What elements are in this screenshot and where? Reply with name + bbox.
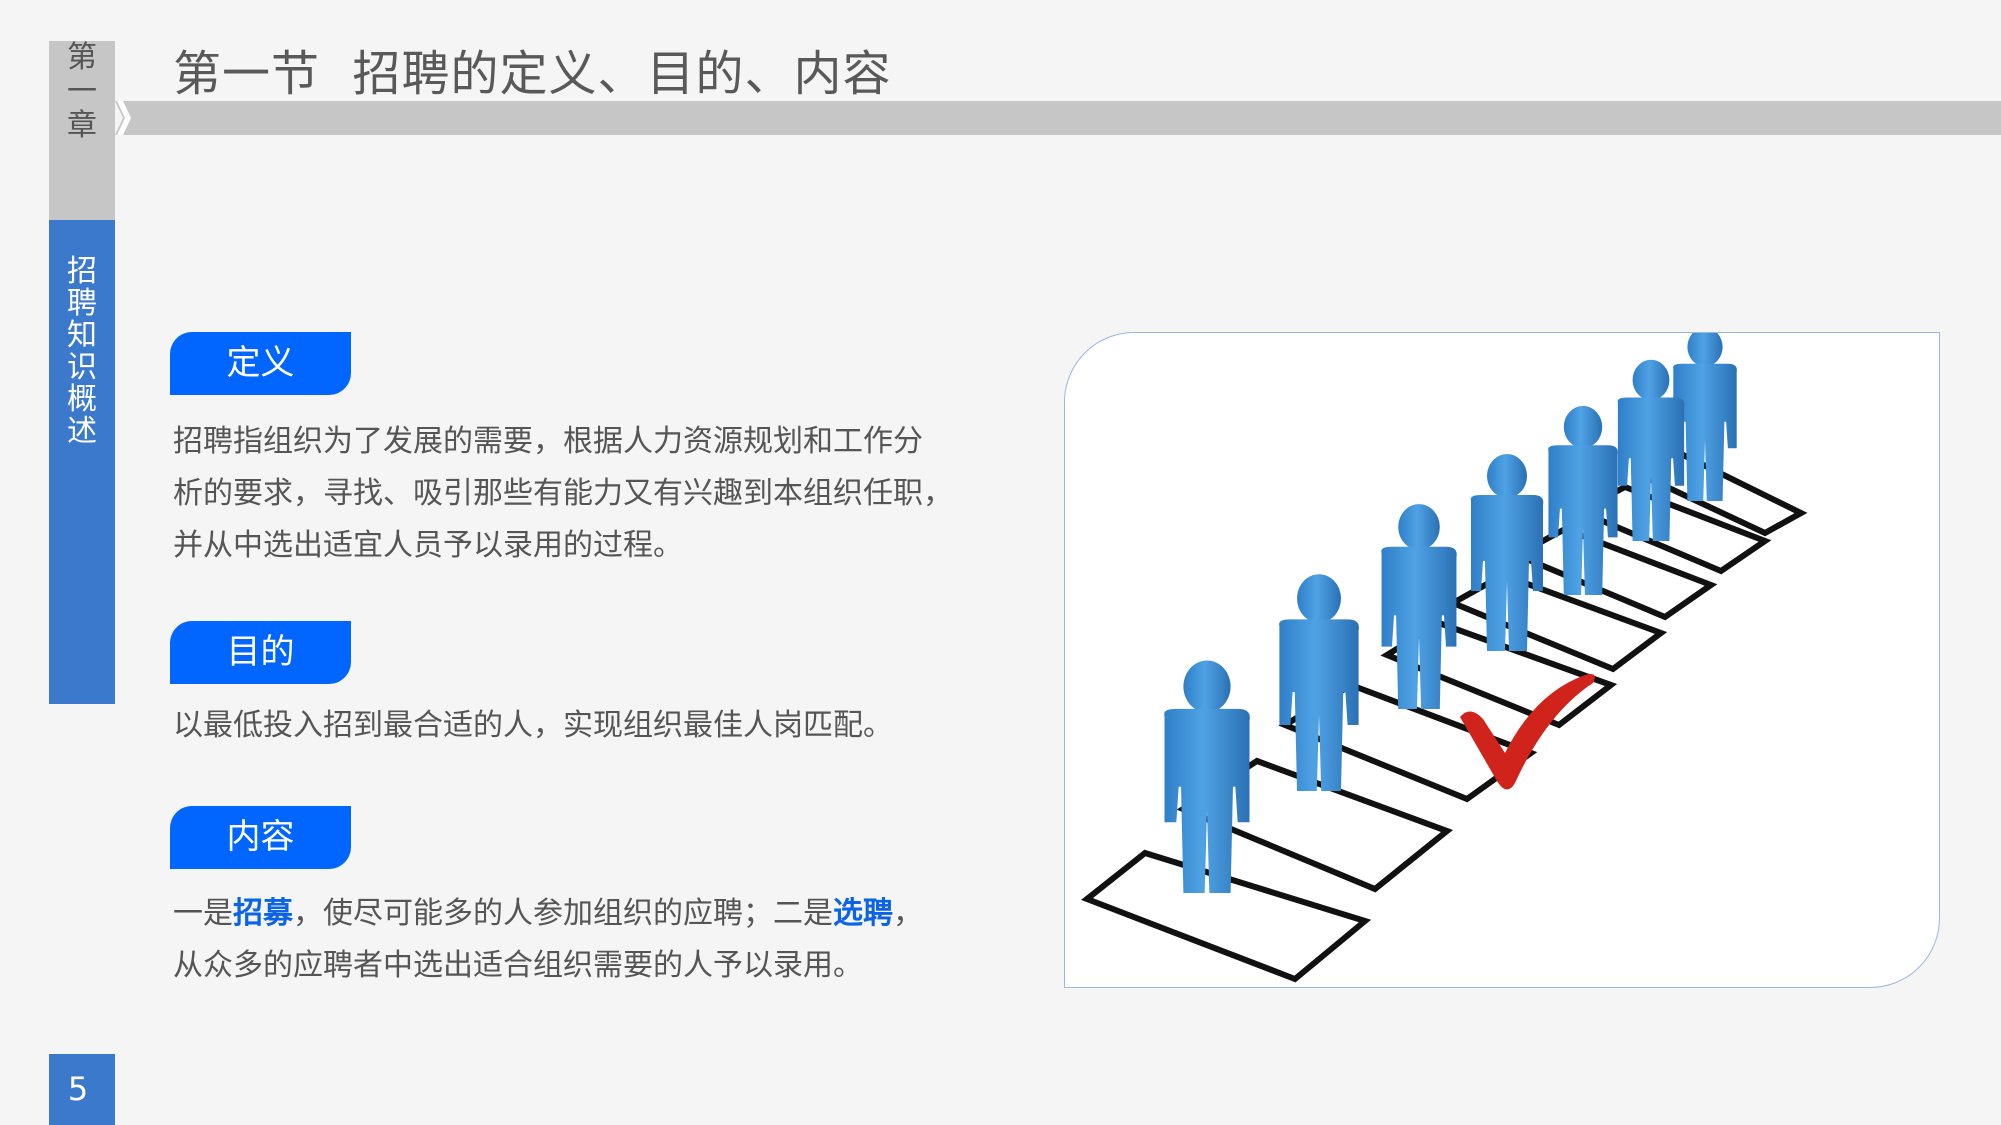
section-sidebar-title: 招 聘 知 识 概 述: [49, 256, 115, 448]
recruitment-illustration: [1064, 332, 1940, 988]
sidebar-char: 述: [67, 414, 97, 449]
chapter-char: 第: [67, 40, 97, 75]
chapter-label: 第 一 章: [49, 41, 115, 143]
sidebar-char: 概: [67, 382, 97, 417]
sidebar-char: 知: [67, 318, 97, 353]
sidebar-char: 识: [67, 350, 97, 385]
definition-text: 招聘指组织为了发展的需要，根据人力资源规划和工作分 析的要求，寻找、吸引那些有能…: [173, 416, 1053, 572]
definition-label: 定义: [170, 332, 351, 395]
page-title: 第一节 招聘的定义、目的、内容: [173, 46, 892, 102]
text-line: 以最低投入招到最合适的人，实现组织最佳人岗匹配。: [173, 708, 893, 743]
text-line: 招聘指组织为了发展的需要，根据人力资源规划和工作分: [173, 424, 923, 459]
title-underline-bar: [124, 101, 2001, 135]
purpose-label: 目的: [170, 621, 351, 684]
sidebar-char: 聘: [67, 286, 97, 321]
checkmark-icon: [1460, 674, 1595, 790]
purpose-text: 以最低投入招到最合适的人，实现组织最佳人岗匹配。: [173, 700, 1053, 752]
highlight-recruit: 招募: [233, 896, 293, 931]
sidebar-char: 招: [67, 254, 97, 289]
text-line: 从众多的应聘者中选出适合组织需要的人予以录用。: [173, 948, 863, 983]
text-segment: 一是: [173, 896, 233, 931]
text-line: 一是招募，使尽可能多的人参加组织的应聘；二是选聘，: [173, 888, 1053, 940]
chapter-sidebar-grey: [49, 41, 115, 220]
text-line: 析的要求，寻找、吸引那些有能力又有兴趣到本组织任职，: [173, 476, 953, 511]
text-segment: ，: [893, 896, 923, 931]
chapter-char: 章: [67, 108, 97, 143]
content-label: 内容: [170, 806, 351, 869]
people-checkbox-illustration: [1081, 333, 1808, 983]
page-number: 5: [49, 1054, 115, 1125]
chevron-right-icon: [115, 101, 139, 135]
highlight-select: 选聘: [833, 896, 893, 931]
section-sidebar-blue: [49, 220, 115, 704]
text-line: 并从中选出适宜人员予以录用的过程。: [173, 528, 683, 563]
chapter-char: 一: [67, 74, 97, 109]
text-segment: ，使尽可能多的人参加组织的应聘；二是: [293, 896, 833, 931]
content-text: 一是招募，使尽可能多的人参加组织的应聘；二是选聘， 从众多的应聘者中选出适合组织…: [173, 888, 1053, 992]
